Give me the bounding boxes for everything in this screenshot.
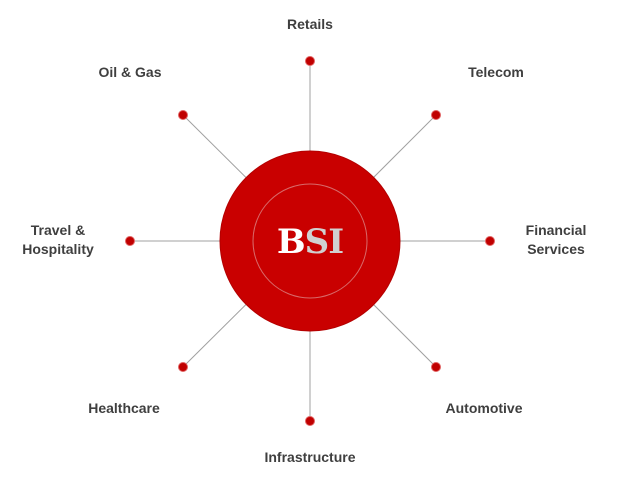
sector-label-healthcare: Healthcare bbox=[74, 399, 174, 418]
hub-inner-ring bbox=[252, 183, 368, 299]
sector-label-line: Infrastructure bbox=[264, 449, 356, 465]
sector-label-line: Financial bbox=[525, 222, 587, 238]
hub-letter-b: B bbox=[277, 222, 305, 262]
sector-label-automotive: Automotive bbox=[434, 399, 534, 418]
sector-label-line: Hospitality bbox=[22, 241, 94, 257]
hub-logo-text: BSI bbox=[277, 222, 343, 262]
hub: BSI bbox=[219, 150, 401, 332]
sector-label-line: Travel & bbox=[30, 222, 86, 238]
sector-label-retails: Retails bbox=[260, 15, 360, 34]
spoke-dot-telecom bbox=[431, 110, 441, 120]
sector-label-line: Services bbox=[527, 241, 585, 257]
spoke-dot-retails bbox=[305, 56, 315, 66]
sector-label-line: Telecom bbox=[468, 64, 524, 80]
sector-label-line: Healthcare bbox=[88, 400, 160, 416]
sector-label-infrastructure: Infrastructure bbox=[245, 448, 375, 467]
spoke-dot-healthcare bbox=[178, 362, 188, 372]
sector-label-line: Retails bbox=[287, 16, 333, 32]
spoke-dot-financial-services bbox=[485, 236, 495, 246]
sector-label-line: Oil & Gas bbox=[98, 64, 162, 80]
spoke-dot-automotive bbox=[431, 362, 441, 372]
sector-label-travel-hospitality: Travel & Hospitality bbox=[8, 221, 108, 259]
spoke-dot-oil-gas bbox=[178, 110, 188, 120]
sector-label-telecom: Telecom bbox=[446, 63, 546, 82]
sector-label-line: Automotive bbox=[445, 400, 523, 416]
hub-outer-circle bbox=[219, 150, 401, 332]
hub-letter-s: S bbox=[305, 222, 329, 262]
sector-label-oil-gas: Oil & Gas bbox=[80, 63, 180, 82]
hub-letter-i: I bbox=[328, 222, 343, 262]
spoke-dot-infrastructure bbox=[305, 416, 315, 426]
spoke-dot-travel-hospitality bbox=[125, 236, 135, 246]
